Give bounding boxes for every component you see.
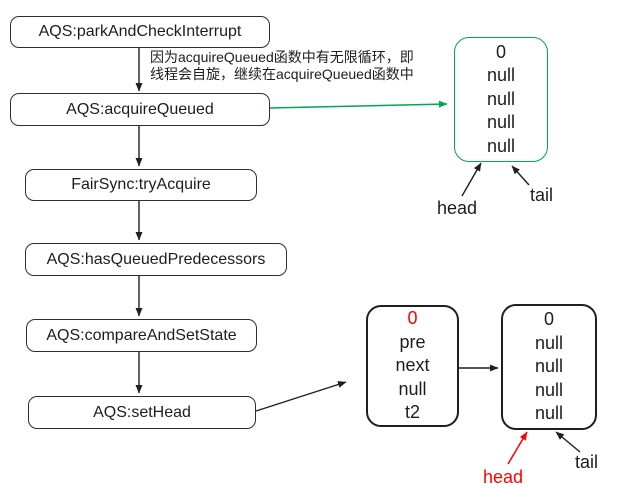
node-field-prev2: null <box>486 112 516 133</box>
flow-box-acquire-queued: AQS:acquireQueued <box>10 93 270 126</box>
node-field-next: next <box>395 355 430 376</box>
flow-box-compare-and-set-state: AQS:compareAndSetState <box>26 319 257 352</box>
arrow-acquirequeued-to-initial-node <box>269 100 448 109</box>
queue-node-t2: 0 pre next null t2 <box>366 305 459 427</box>
flow-box-label: AQS:setHead <box>93 403 191 421</box>
top-tail-pointer-label: tail <box>530 185 554 205</box>
arrow-bottom-tail-pointer <box>555 431 581 453</box>
bottom-head-pointer-label: head <box>483 467 524 487</box>
node-field-pre: null <box>534 332 564 353</box>
annotation-line-1: 因为acquireQueued函数中有无限循环，即 <box>150 49 414 65</box>
annotation-line-2: 线程会自旋，继续在acquireQueued函数中 <box>150 65 414 82</box>
arrow-bottom-head-pointer <box>507 431 528 465</box>
node-field-state: 0 <box>407 308 418 329</box>
flow-box-set-head: AQS:setHead <box>28 396 256 429</box>
bottom-tail-pointer-label: tail <box>575 452 599 472</box>
node-field-pre: pre <box>399 331 426 352</box>
top-head-pointer-label: head <box>437 198 478 218</box>
node-field-thread: null <box>534 403 564 424</box>
node-field-prev2: null <box>534 379 564 400</box>
node-field-thread: t2 <box>404 402 420 423</box>
node-field-next: null <box>534 356 564 377</box>
queue-node-initial: 0 null null null null <box>454 37 548 162</box>
arrow-top-head-pointer <box>461 162 482 197</box>
queue-node-new-head: 0 null null null null <box>501 304 597 430</box>
annotation-note: 因为acquireQueued函数中有无限循环，即 线程会自旋，继续在acqui… <box>150 49 414 82</box>
flow-box-label: AQS:acquireQueued <box>66 100 214 118</box>
flow-box-label: AQS:compareAndSetState <box>46 326 237 344</box>
node-field-thread: null <box>486 135 516 156</box>
flow-box-label: AQS:parkAndCheckInterrupt <box>38 23 242 40</box>
flow-box-label: FairSync:tryAcquire <box>71 176 211 193</box>
arrow-top-tail-pointer <box>511 165 530 186</box>
node-field-state: 0 <box>543 309 554 330</box>
flow-box-try-acquire: FairSync:tryAcquire <box>25 169 257 201</box>
node-field-state: 0 <box>495 41 506 62</box>
node-field-next: null <box>486 88 516 109</box>
flow-box-has-queued-predecessors: AQS:hasQueuedPredecessors <box>25 243 287 276</box>
node-field-prev2: null <box>398 378 427 399</box>
flow-box-label: AQS:hasQueuedPredecessors <box>46 250 266 268</box>
node-field-pre: null <box>486 65 516 86</box>
arrow-sethead-to-t2-node <box>255 381 347 412</box>
flow-box-park-and-check-interrupt: AQS:parkAndCheckInterrupt <box>10 16 270 48</box>
